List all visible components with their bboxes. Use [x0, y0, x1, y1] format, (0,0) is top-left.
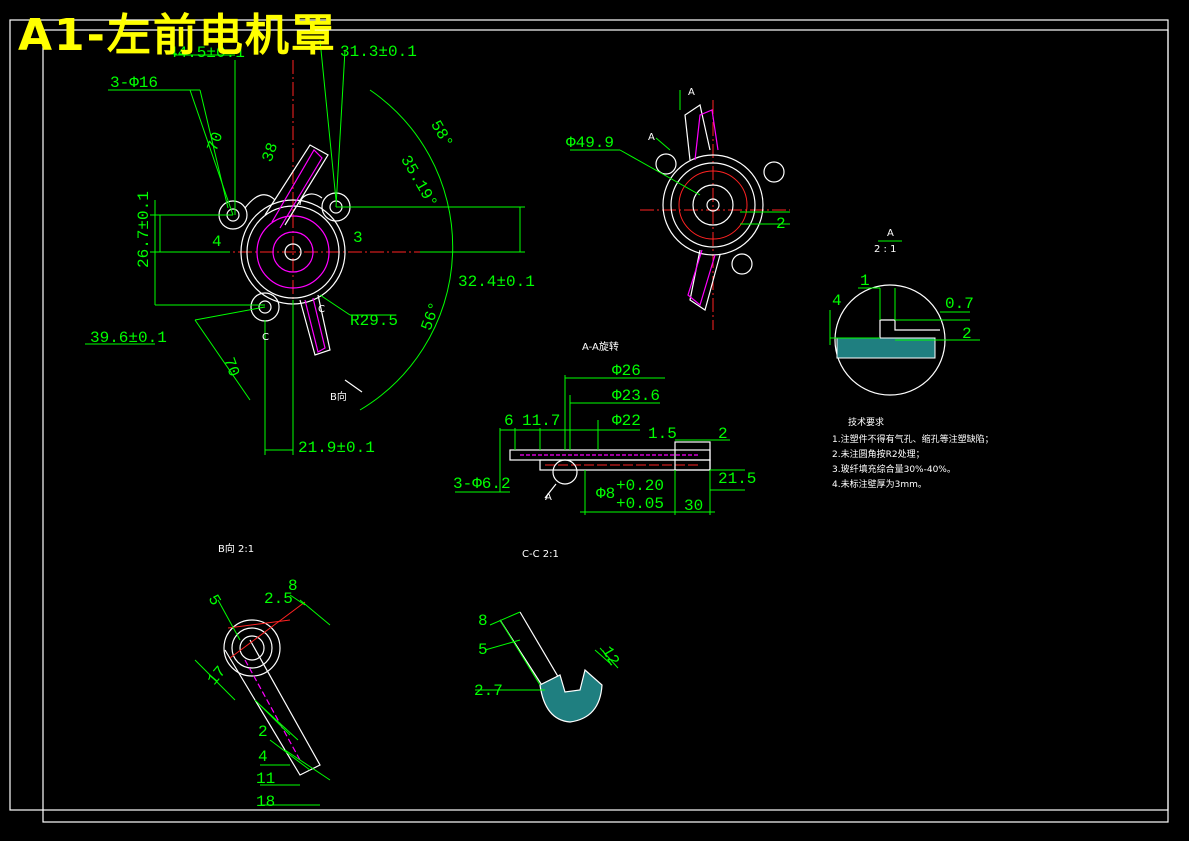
drawing-title: A1-左前电机罩: [18, 10, 337, 61]
dim-0-7: 0.7: [945, 295, 974, 313]
dim-18: 18: [256, 793, 275, 811]
dim-56-deg: 56°: [418, 300, 445, 333]
view-b-title: B向 2:1: [218, 542, 254, 555]
dim-2-aa: 2: [718, 425, 728, 443]
dim-4: 4: [212, 233, 222, 251]
label-c-2: C: [318, 304, 325, 315]
dim-26-7: 26.7±0.1: [135, 191, 153, 268]
dim-32-4: 32.4±0.1: [458, 273, 535, 291]
label-a-aa: A: [545, 492, 552, 503]
dim-8-c: 8: [478, 612, 488, 630]
dim-44-5: 44.5±0.1: [168, 44, 245, 62]
section-aa-title: A-A旋转: [582, 340, 619, 353]
dim-39-6: 39.6±0.1: [90, 329, 167, 347]
dim-4-b: 4: [258, 748, 268, 766]
dim-30: 30: [684, 497, 703, 515]
view-b: [194, 594, 331, 806]
dim-phi49-9: Φ49.9: [566, 134, 614, 152]
dim-12: 12: [597, 643, 622, 669]
section-cc-title: C-C 2:1: [522, 549, 559, 560]
dim-11-7: 11.7: [522, 412, 560, 430]
dim-phi8: Φ8: [596, 485, 615, 503]
dim-2-detail: 2: [962, 325, 972, 343]
dim-38: 38: [259, 140, 282, 164]
dim-21-9: 21.9±0.1: [298, 439, 375, 457]
detail-a-view: [829, 240, 980, 396]
label-a-top: A: [688, 87, 695, 98]
dim-4-detail: 4: [832, 292, 842, 310]
section-cc-view: [475, 611, 619, 723]
dim-8-b: 8: [288, 577, 298, 595]
dim-5-c: 5: [478, 641, 488, 659]
dim-2-5: 2.5: [264, 590, 293, 608]
dim-35-19-deg: 35.19°: [396, 152, 440, 211]
dim-6: 6: [504, 412, 514, 430]
tech-req-item-1: 1.注塑件不得有气孔、缩孔等注塑缺陷；: [832, 433, 994, 445]
label-c-1: C: [262, 332, 269, 343]
dim-2-b: 2: [258, 723, 268, 741]
dim-phi23-6: Φ23.6: [612, 387, 660, 405]
tech-req-item-3: 3.玻纤填充综合量30%-40%。: [832, 463, 956, 475]
dim-r29-5: R29.5: [350, 312, 398, 330]
dim-70-upper: 70: [204, 130, 227, 154]
dim-11: 11: [256, 770, 275, 788]
label-a-left: A: [648, 132, 655, 143]
dim-tol-upper: +0.20: [616, 477, 664, 495]
dim-1-5: 1.5: [648, 425, 677, 443]
dim-70-lower: 70: [219, 355, 242, 379]
top-view: [570, 90, 790, 330]
tech-req-item-4: 4.未标注壁厚为3mm。: [832, 478, 927, 490]
dim-31-3: 31.3±0.1: [340, 43, 417, 61]
dim-3-phi6-2: 3-Φ6.2: [453, 475, 511, 493]
dim-1: 1: [860, 272, 870, 290]
label-b-view: B向: [330, 390, 347, 403]
main-view: [85, 39, 525, 455]
detail-a-scale: 2 : 1: [874, 244, 896, 255]
dim-2-7: 2.7: [474, 682, 503, 700]
dim-phi22: Φ22: [612, 412, 641, 430]
tech-req-title: 技术要求: [848, 416, 884, 428]
section-aa-view: [455, 375, 745, 515]
detail-a-title: A: [887, 228, 894, 239]
inner-frame: [42, 29, 1169, 823]
tech-req-item-2: 2.未注圆角按R2处理；: [832, 448, 925, 460]
dim-17: 17: [204, 663, 230, 689]
dim-2-top: 2: [776, 215, 786, 233]
dim-21-5: 21.5: [718, 470, 756, 488]
dim-3: 3: [353, 229, 363, 247]
dim-phi26: Φ26: [612, 362, 641, 380]
dim-3-phi16: 3-Φ16: [110, 74, 158, 92]
dim-tol-lower: +0.05: [616, 495, 664, 513]
dim-58-deg: 58°: [426, 117, 456, 151]
